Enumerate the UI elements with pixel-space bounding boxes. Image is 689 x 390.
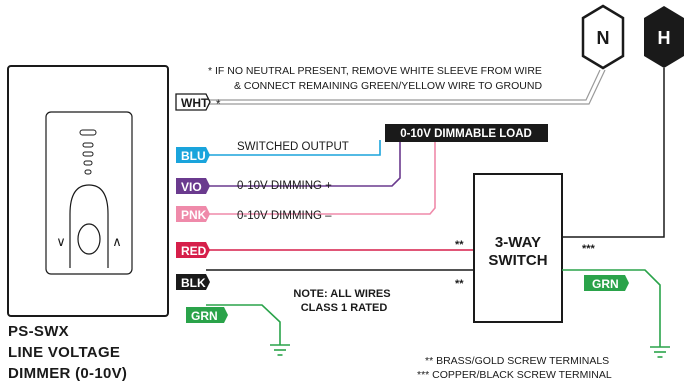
class1-note-line2: CLASS 1 RATED — [301, 302, 388, 314]
blu-wire-label: SWITCHED OUTPUT — [237, 141, 349, 153]
wire-tag-blk: BLK — [176, 274, 210, 290]
product-type: LINE VOLTAGE — [8, 344, 120, 361]
dimmer-down-icon: ∨ — [56, 234, 66, 249]
hot-badge-label: H — [658, 28, 671, 48]
vio-wire-label: 0-10V DIMMING + — [237, 180, 332, 192]
blk-terminal-marker: ** — [455, 278, 464, 290]
neutral-badge-label: N — [597, 28, 610, 48]
class1-note-line1: NOTE: ALL WIRES — [293, 288, 390, 300]
wire-tag-blu: BLU — [176, 147, 210, 163]
dimmer-ground-wire — [206, 304, 281, 345]
white-wire — [206, 69, 606, 105]
svg-text:VIO: VIO — [181, 180, 202, 194]
no-neutral-note-line2: & CONNECT REMAINING GREEN/YELLOW WIRE TO… — [234, 80, 542, 92]
switch-ground-wire — [562, 269, 661, 347]
product-model: PS-SWX — [8, 323, 69, 340]
wire-tag-grn: GRN — [186, 307, 228, 323]
svg-text:GRN: GRN — [592, 277, 619, 291]
wire-tag-vio: VIO — [176, 178, 210, 194]
wht-wire-label: * — [216, 99, 221, 111]
svg-text:GRN: GRN — [191, 309, 218, 323]
svg-text:PNK: PNK — [181, 208, 207, 222]
three-way-switch: 3-WAY SWITCH — [473, 173, 563, 323]
product-subtype: DIMMER (0-10V) — [8, 365, 127, 382]
neutral-badge: N — [581, 4, 625, 70]
dimmer-ground-icon — [270, 344, 290, 356]
violet-wire — [206, 140, 401, 187]
dimmable-load-label: 0-10V DIMMABLE LOAD — [400, 128, 532, 140]
dimmer-center-button — [77, 223, 101, 255]
blue-wire — [206, 140, 381, 156]
svg-text:WHT: WHT — [181, 96, 209, 110]
legend-brass: ** BRASS/GOLD SCREW TERMINALS — [425, 355, 609, 367]
svg-text:BLK: BLK — [181, 276, 206, 290]
pnk-wire-label: 0-10V DIMMING – — [237, 210, 332, 222]
switch-label-line1: 3-WAY — [495, 234, 541, 251]
switch-terminal-marker: *** — [582, 243, 596, 255]
legend-copper: *** COPPER/BLACK SCREW TERMINAL — [417, 369, 612, 381]
hot-badge: H — [644, 6, 684, 68]
dimmable-load-box: 0-10V DIMMABLE LOAD — [385, 124, 548, 142]
hot-wire — [562, 68, 665, 238]
svg-text:BLU: BLU — [181, 149, 206, 163]
wire-tag-wht: WHT — [175, 93, 211, 111]
switch-ground-icon — [650, 346, 670, 358]
dimmer-device: ∨ ∧ — [7, 65, 169, 317]
wire-tag-red: RED — [176, 242, 210, 258]
dimmer-up-icon: ∧ — [112, 234, 122, 249]
pink-wire — [206, 140, 436, 215]
svg-text:RED: RED — [181, 244, 207, 258]
switch-label-line2: SWITCH — [488, 252, 547, 269]
red-terminal-marker: ** — [455, 239, 464, 251]
wire-tag-pnk: PNK — [176, 206, 210, 222]
switch-ground-tag: GRN — [584, 275, 629, 291]
no-neutral-note-line1: * IF NO NEUTRAL PRESENT, REMOVE WHITE SL… — [208, 65, 542, 77]
